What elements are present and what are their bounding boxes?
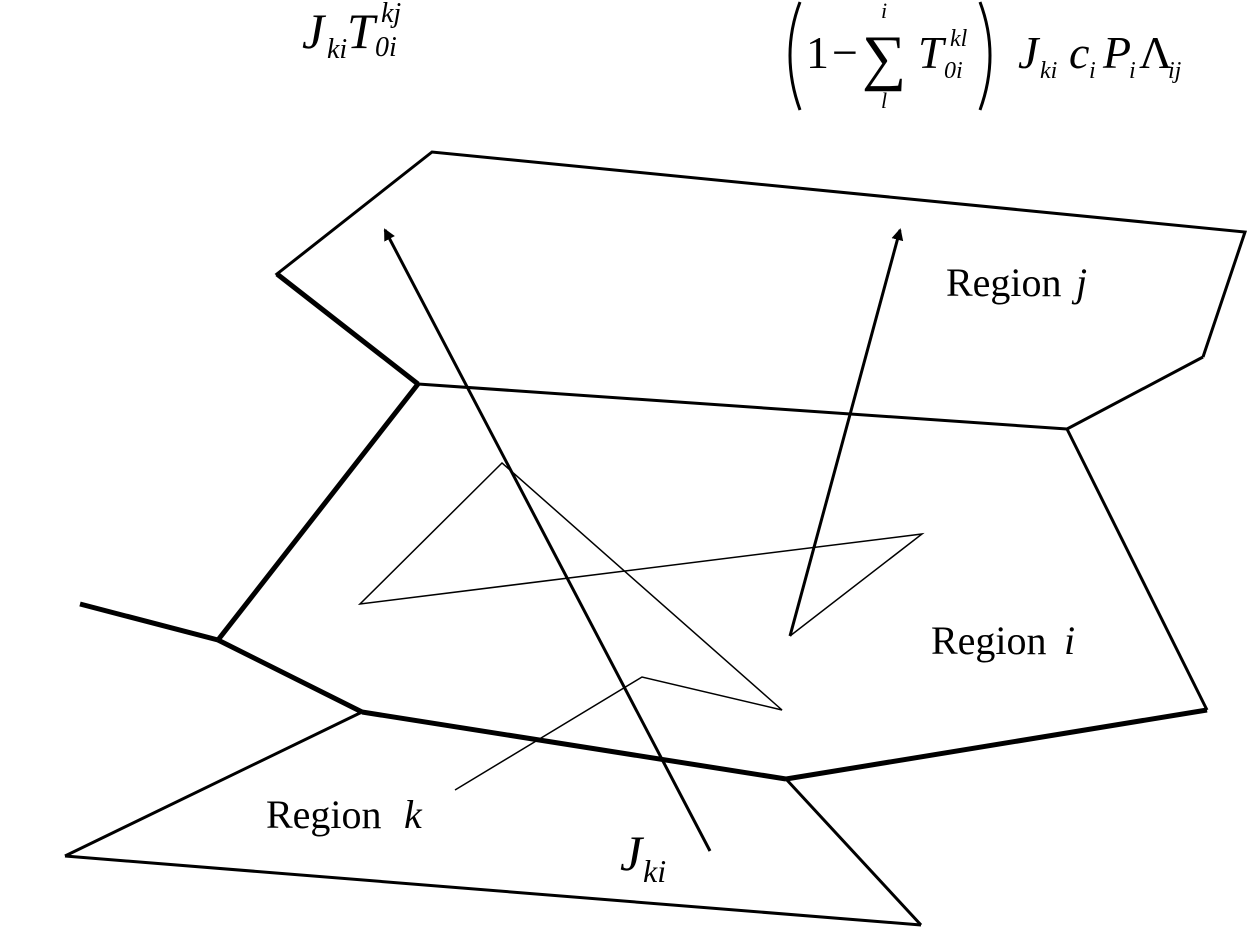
flux-sub: ki [643,853,666,889]
region-i-left-outer-edge [79,601,219,643]
formula-T-sup: kl [950,26,968,52]
formula-P: P [1102,27,1131,78]
region-k-word: Region [266,792,382,837]
region-i-label: Region i [931,618,1075,663]
region-k-label: Region k [266,792,423,837]
formula-T-sub: 0i [375,32,397,63]
formula-J: J [302,3,327,59]
flux-J: J [620,825,645,881]
scattered-path [357,461,925,791]
flux-label: J ki [620,825,666,889]
formula-J: J [1018,27,1041,78]
region-i-left-edge [216,382,420,642]
region-k-right-edge [784,777,923,927]
formula-T: T [347,3,378,59]
region-j-word: Region [946,260,1062,305]
region-i-right-edge [1065,428,1209,711]
formula-one: 1 [806,27,829,78]
scattered-flux-formula: 1 − ∑ i l T 0i kl J ki c i P i Λ ij [788,0,1182,113]
formula-J-sub: ki [327,34,347,65]
direct-flux-arrow [383,228,712,852]
region-j-label: Region j [946,260,1087,305]
region-i-bottom-right-edge [785,707,1208,782]
region-j-boundary [274,150,1248,386]
region-k-left-edge [64,710,363,858]
formula-T-sub: 0i [944,58,963,84]
formula-minus: − [832,27,858,78]
boundary-i-k [361,709,787,782]
right-paren [978,1,992,111]
region-i-word: Region [931,618,1047,663]
boundary-i-j [417,382,1068,431]
region-k-bottom-edge [64,854,922,927]
left-paren [788,1,802,111]
formula-sigma: ∑ [862,24,906,92]
transmitted-flux-formula: J ki T 0i kj [302,0,401,65]
formula-T: T [918,27,947,78]
region-j-var: j [1071,260,1087,305]
region-k-var: k [404,792,423,837]
formula-Lambda-sub: ij [1168,58,1182,84]
formula-c: c [1069,27,1089,78]
region-i-var: i [1064,618,1075,663]
formula-P-sub: i [1129,58,1136,84]
formula-sigma-upper: i [881,0,887,23]
formula-c-sub: i [1089,58,1096,84]
scattered-exit-arrow [788,228,904,637]
formula-J-sub: ki [1040,58,1057,84]
region-i-lower-left-edge [216,637,364,715]
region-j-bold-edge [275,272,420,386]
formula-Lambda: Λ [1139,27,1172,78]
formula-sigma-lower: l [881,88,887,113]
region-j-lower-right-edge [1066,355,1204,431]
formula-T-sup: kj [381,0,401,29]
